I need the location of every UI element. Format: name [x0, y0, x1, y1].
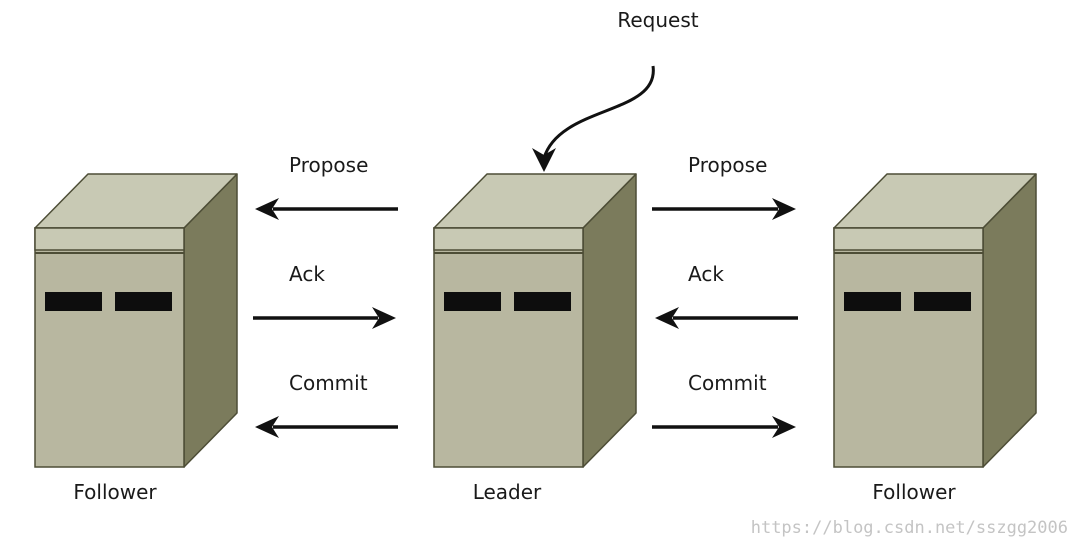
drive-slot-2 — [514, 292, 571, 311]
right-ack-label: Ack — [688, 262, 724, 286]
left-propose-arrow — [255, 198, 398, 220]
watermark-text: https://blog.csdn.net/sszgg2006 — [751, 518, 1068, 538]
drive-slot-1 — [844, 292, 901, 311]
right-commit-label: Commit — [688, 371, 767, 395]
leader-label: Leader — [473, 480, 542, 504]
follower-server-left — [34, 173, 238, 468]
request-arrow — [542, 65, 655, 159]
request-arrow-head — [532, 148, 556, 172]
left-ack-label: Ack — [289, 262, 325, 286]
follower-right-label: Follower — [872, 480, 956, 504]
server-top-band — [34, 227, 185, 251]
server-front-face — [34, 227, 185, 468]
server-top-band — [433, 227, 584, 251]
right-propose-arrow — [652, 198, 796, 220]
leader-server — [433, 173, 637, 468]
message-arrows — [253, 198, 798, 438]
follower-left-label: Follower — [73, 480, 157, 504]
server-top-band — [833, 227, 984, 251]
left-ack-arrow — [253, 307, 396, 329]
arrow-head — [255, 198, 279, 220]
arrow-head — [772, 198, 796, 220]
arrow-head — [655, 307, 679, 329]
follower-server-right — [833, 173, 1037, 468]
server-front-face — [833, 227, 984, 468]
left-propose-label: Propose — [289, 153, 368, 177]
request-label: Request — [617, 8, 698, 32]
server-front-face — [433, 227, 584, 468]
right-ack-arrow — [655, 307, 798, 329]
arrow-head — [372, 307, 396, 329]
right-commit-arrow — [652, 416, 796, 438]
right-propose-label: Propose — [688, 153, 767, 177]
left-commit-arrow — [255, 416, 398, 438]
drive-slot-1 — [45, 292, 102, 311]
left-commit-label: Commit — [289, 371, 368, 395]
drive-slot-1 — [444, 292, 501, 311]
arrow-head — [772, 416, 796, 438]
arrow-head — [255, 416, 279, 438]
drive-slot-2 — [115, 292, 172, 311]
drive-slot-2 — [914, 292, 971, 311]
